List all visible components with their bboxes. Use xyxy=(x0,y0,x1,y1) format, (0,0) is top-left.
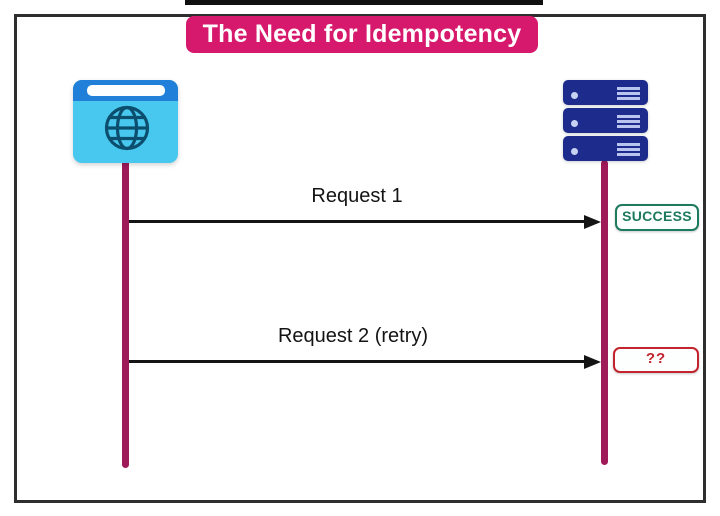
diagram-title: The Need for Idempotency xyxy=(186,16,538,53)
server-vent-lines xyxy=(617,143,640,156)
cropped-top-bar xyxy=(185,0,543,5)
browser-address-bar xyxy=(87,85,165,96)
message-arrow-request-1 xyxy=(129,220,586,223)
server-vent-lines xyxy=(617,87,640,100)
server-vent-lines xyxy=(617,115,640,128)
server-unit xyxy=(563,136,648,161)
client-lifeline xyxy=(122,160,129,468)
arrowhead-icon xyxy=(584,354,601,369)
result-badge-unknown: ?? xyxy=(613,347,699,373)
server-lifeline xyxy=(601,160,608,465)
globe-icon xyxy=(104,105,150,151)
web-browser-icon xyxy=(73,80,178,163)
server-led-dot xyxy=(571,92,578,99)
result-badge-success: SUCCESS xyxy=(615,204,699,231)
message-label-request-1: Request 1 xyxy=(311,185,403,207)
server-stack-icon xyxy=(563,80,648,164)
server-led-dot xyxy=(571,148,578,155)
server-unit xyxy=(563,108,648,133)
message-arrow-request-2 xyxy=(129,360,586,363)
arrowhead-icon xyxy=(584,214,601,229)
message-label-request-2: Request 2 (retry) xyxy=(277,325,429,347)
browser-toolbar xyxy=(73,80,178,101)
server-led-dot xyxy=(571,120,578,127)
server-unit xyxy=(563,80,648,105)
